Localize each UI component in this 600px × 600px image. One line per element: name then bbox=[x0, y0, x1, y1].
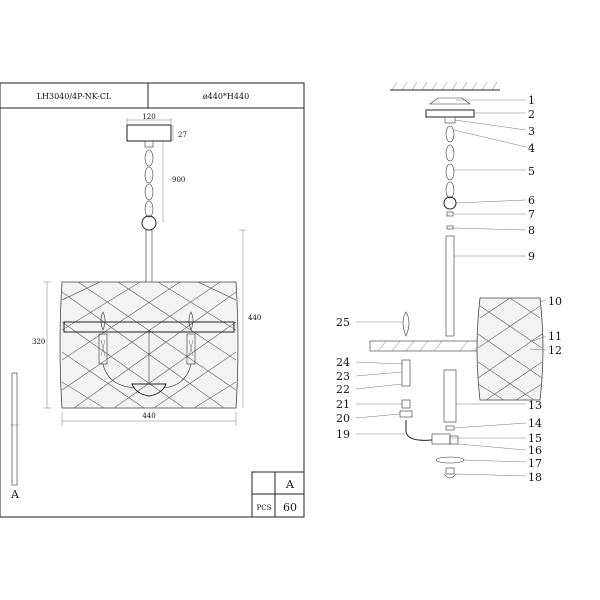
callout-19: 19 bbox=[336, 428, 350, 441]
callout-1: 1 bbox=[528, 94, 535, 107]
callout-8: 8 bbox=[528, 224, 535, 237]
callout-17: 17 bbox=[528, 457, 542, 470]
model-number: LH3040/4P-NK-CL bbox=[37, 92, 112, 101]
mounting-bracket bbox=[429, 97, 471, 105]
size-spec: ø440*H440 bbox=[203, 92, 249, 101]
callout-6: 6 bbox=[528, 194, 535, 207]
dim-total-height: 440 bbox=[248, 314, 261, 322]
left-panel-border bbox=[0, 82, 305, 518]
callout-11: 11 bbox=[548, 330, 562, 343]
pcs-label: PCS bbox=[257, 504, 272, 512]
dim-shade-height: 320 bbox=[32, 338, 45, 346]
dim-chain-length: 900 bbox=[172, 176, 185, 184]
callout-4: 4 bbox=[528, 142, 535, 155]
callout-leaders bbox=[355, 99, 547, 477]
hanging-ring bbox=[141, 215, 157, 231]
exploded-hub bbox=[435, 456, 465, 464]
dim-shade-width: 440 bbox=[142, 412, 155, 420]
callout-15: 15 bbox=[528, 432, 542, 445]
callout-2: 2 bbox=[528, 108, 535, 121]
left-panel: LH3040/4P-NK-CL ø440*H440 bbox=[0, 82, 305, 518]
exploded-bulb bbox=[402, 311, 410, 337]
callout-22: 22 bbox=[336, 383, 350, 396]
callout-10: 10 bbox=[548, 295, 562, 308]
callout-5: 5 bbox=[528, 165, 535, 178]
callout-20: 20 bbox=[336, 412, 350, 425]
exploded-shade bbox=[476, 297, 544, 401]
box-letter: A bbox=[285, 478, 295, 491]
callout-14: 14 bbox=[528, 417, 542, 430]
canopy bbox=[126, 124, 172, 142]
candle-arms bbox=[98, 311, 196, 397]
side-rod: A bbox=[10, 372, 20, 501]
dim-canopy-width: 120 bbox=[142, 113, 155, 121]
callout-16: 16 bbox=[528, 444, 542, 457]
chandelier-elevation: 120 27 900 bbox=[32, 113, 261, 426]
pcs-value: 60 bbox=[283, 501, 297, 514]
callout-23: 23 bbox=[336, 370, 350, 383]
callout-18: 18 bbox=[528, 471, 542, 484]
callout-9: 9 bbox=[528, 250, 535, 263]
callout-numbers: 1 2 3 4 5 6 7 8 9 10 11 12 13 14 15 16 1… bbox=[336, 94, 562, 484]
chain bbox=[144, 149, 154, 218]
callout-25: 25 bbox=[336, 316, 350, 329]
exploded-arm bbox=[405, 420, 433, 441]
exploded-view bbox=[369, 81, 544, 479]
exploded-candle bbox=[401, 359, 411, 387]
exploded-canopy bbox=[425, 109, 475, 118]
pcs-box: A PCS 60 bbox=[251, 471, 305, 518]
dim-canopy-height: 27 bbox=[178, 131, 187, 139]
callout-24: 24 bbox=[336, 356, 350, 369]
side-rod-label: A bbox=[10, 488, 20, 501]
callout-13: 13 bbox=[528, 399, 542, 412]
callout-3: 3 bbox=[528, 125, 535, 138]
callout-12: 12 bbox=[548, 344, 562, 357]
callout-21: 21 bbox=[336, 398, 350, 411]
callout-7: 7 bbox=[528, 208, 535, 221]
